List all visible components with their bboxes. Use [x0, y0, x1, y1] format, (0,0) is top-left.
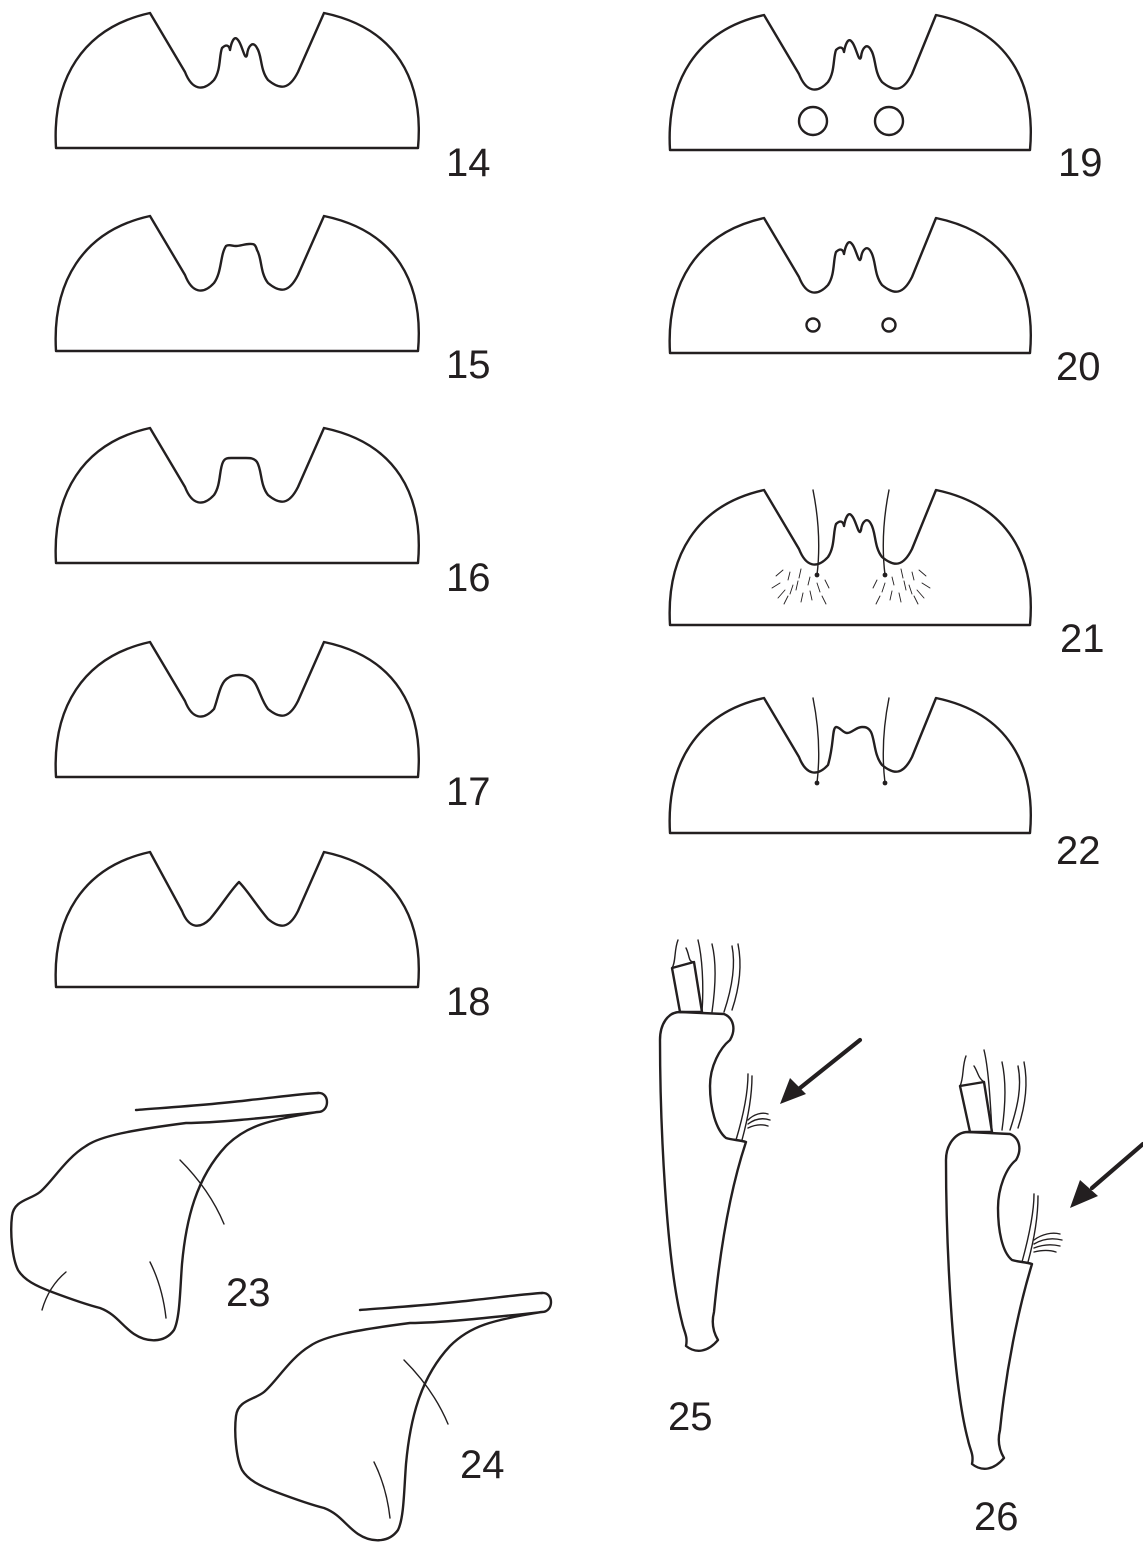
figure-21-socket-left	[814, 572, 820, 578]
figure-18-label: 18	[446, 980, 491, 1024]
figure-19-label: 19	[1058, 141, 1103, 185]
figure-21-microsetae-left	[771, 568, 830, 605]
figure-24-appendage	[234, 1291, 553, 1542]
figure-18-plate	[54, 850, 420, 989]
figure-25-appendage	[658, 939, 771, 1352]
figure-21-seta-right	[882, 489, 890, 576]
figure-26-label: 26	[974, 1495, 1019, 1539]
figure-17-label: 17	[446, 770, 491, 814]
figure-19-plate	[668, 13, 1032, 152]
figure-15-plate	[54, 214, 420, 353]
figure-14-label: 14	[446, 141, 491, 185]
figure-16-label: 16	[446, 556, 491, 600]
figure-23-label: 23	[226, 1271, 271, 1315]
figure-20-label: 20	[1056, 345, 1101, 389]
figure-22-socket-right	[882, 780, 888, 786]
figure-23-appendage	[10, 1091, 329, 1342]
figure-19-pore-right	[873, 105, 905, 137]
figure-26-appendage	[944, 1049, 1063, 1470]
figure-17-plate	[54, 640, 420, 779]
figure-22-socket-left	[814, 780, 820, 786]
figure-16-plate	[54, 426, 420, 565]
figure-25-arrow	[780, 1037, 863, 1104]
figure-20-pore-left	[805, 317, 821, 333]
figure-20-pore-right	[881, 317, 897, 333]
figure-22-seta-right	[882, 697, 890, 784]
figure-24-label: 24	[460, 1443, 505, 1487]
figure-21-seta-left	[812, 489, 820, 576]
figure-21-microsetae-right	[872, 568, 931, 605]
figure-20-plate	[668, 216, 1032, 355]
figure-19-pore-left	[797, 105, 829, 137]
figure-22-label: 22	[1056, 829, 1101, 873]
figure-21-socket-right	[882, 572, 888, 578]
figure-21-plate	[668, 488, 1032, 627]
figure-25-label: 25	[668, 1395, 713, 1439]
figure-15-label: 15	[446, 343, 491, 387]
figure-21-label: 21	[1060, 617, 1105, 661]
figure-22-plate	[668, 696, 1032, 835]
figure-22-seta-left	[812, 697, 820, 784]
figure-14-plate	[54, 11, 420, 150]
figure-26-arrow	[1070, 1141, 1143, 1208]
